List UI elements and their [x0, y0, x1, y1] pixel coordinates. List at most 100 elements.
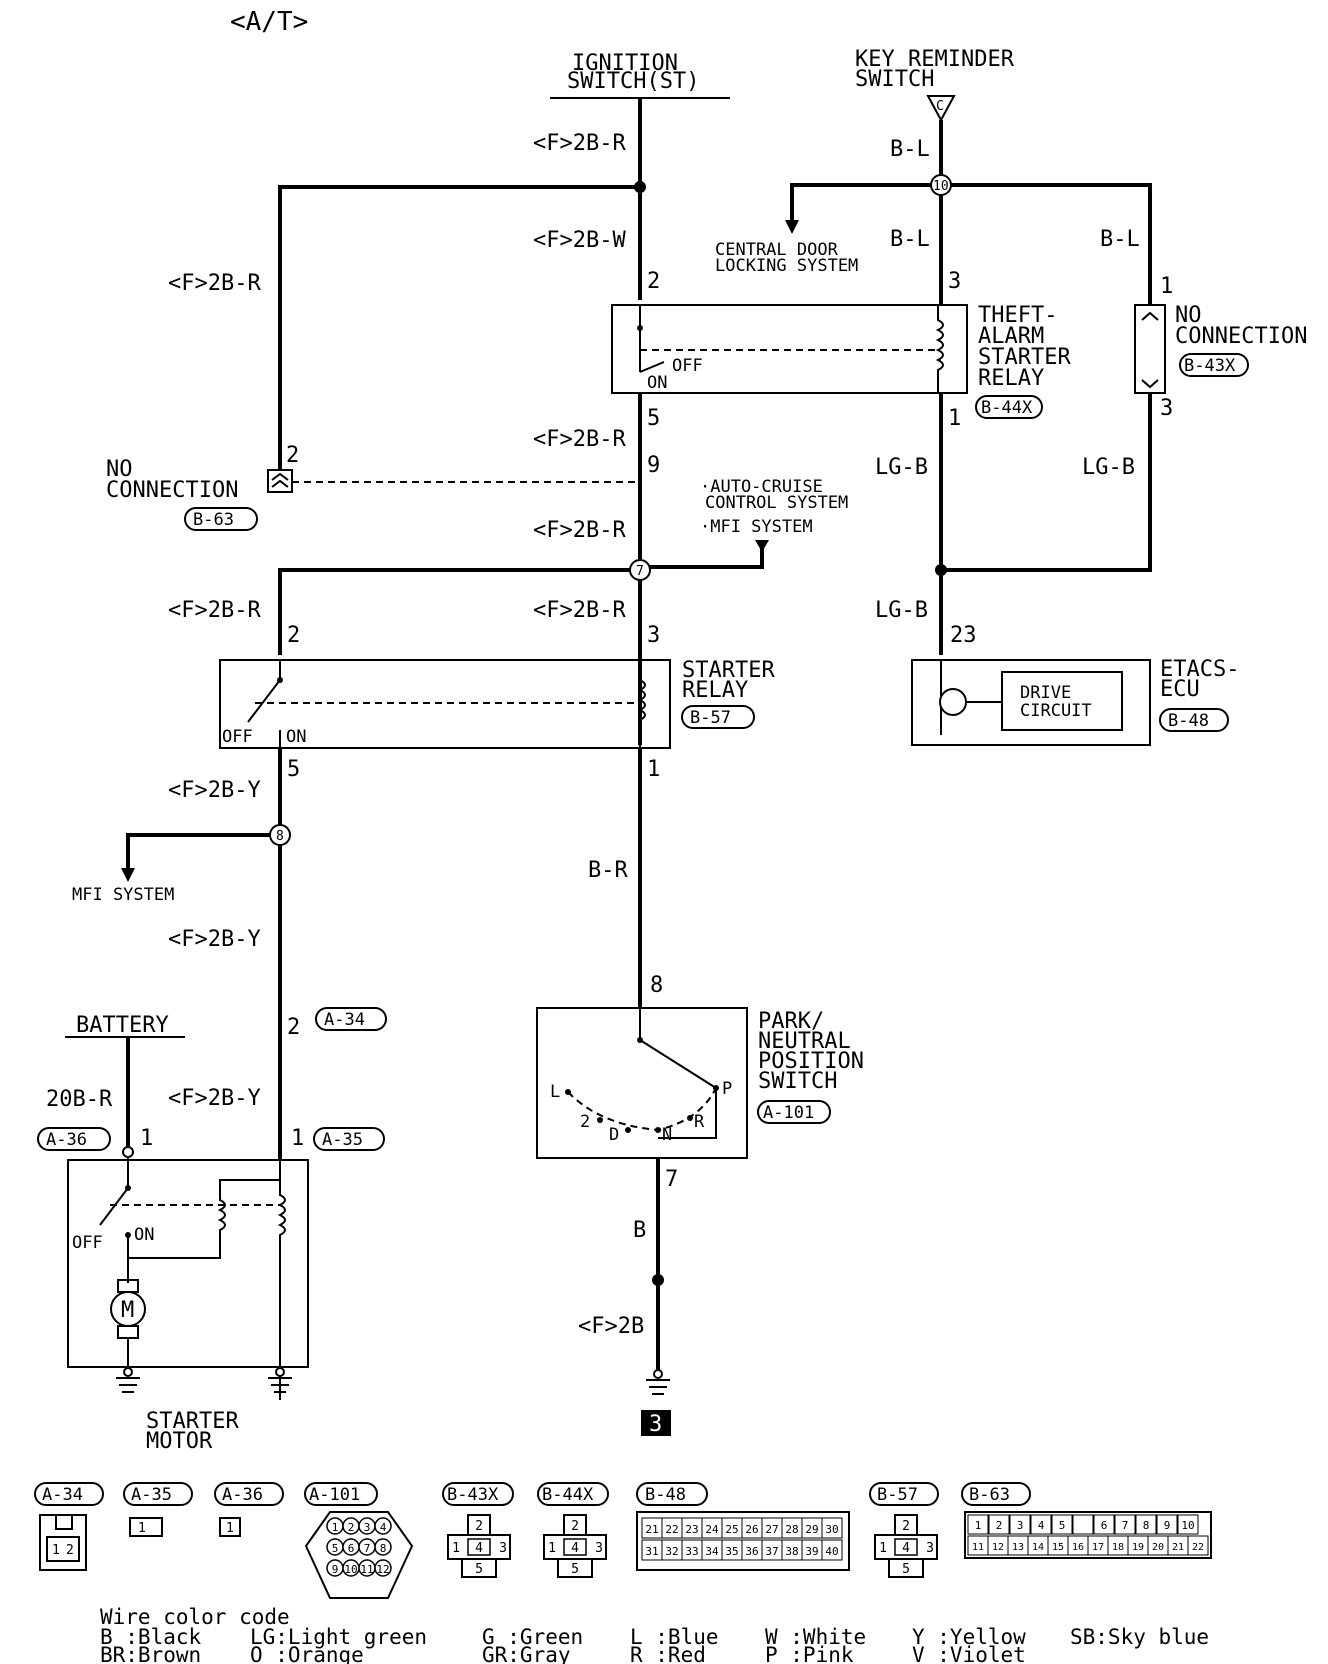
- relay-coil: [935, 305, 944, 393]
- pn-dot: [625, 1127, 631, 1133]
- theft-alarm-label-4: RELAY: [978, 366, 1044, 391]
- pin-label: 2: [286, 443, 299, 468]
- motor-ground-terminal: [123, 1367, 133, 1377]
- connector-pin: 23: [685, 1523, 698, 1536]
- connector-pin: 15: [1052, 1542, 1064, 1553]
- legend-label-b44x: B-44X: [542, 1485, 594, 1505]
- connector-pin: 25: [725, 1523, 738, 1536]
- junction-8-label: 8: [276, 829, 284, 844]
- connector-pin: 32: [665, 1545, 678, 1558]
- connector-pin: 33: [685, 1545, 698, 1558]
- legend-tag-a101: [304, 1482, 378, 1506]
- pn-pos-r: R: [694, 1112, 705, 1132]
- connector-pin: 7: [364, 1542, 371, 1555]
- legend-tag-b57: [869, 1482, 939, 1506]
- connector-pin: 22: [665, 1523, 678, 1536]
- connector-pin-cell: [1114, 1514, 1136, 1535]
- theft-alarm-label-1: THEFT-: [978, 303, 1057, 328]
- wire-label-after-relay: <F>2B-R: [533, 427, 626, 452]
- connector-tag-a34: [315, 1007, 387, 1031]
- motor-brush-bottom: [117, 1325, 139, 1339]
- wire-label-ign-top: <F>2B-R: [533, 131, 626, 156]
- legend-label-a35: A-35: [131, 1485, 172, 1505]
- junction-10-label: 10: [933, 179, 949, 194]
- connector-tag-b43x: [1179, 353, 1249, 377]
- key-reminder-label-1: KEY REMINDER: [855, 47, 1015, 72]
- connector-pin: 29: [805, 1523, 818, 1536]
- wire-to-mfi: [126, 833, 280, 870]
- color-code-entry: R :Red: [630, 1643, 706, 1664]
- auto-cruise-label-3: ·MFI SYSTEM: [700, 517, 813, 537]
- connector-pin: 28: [785, 1523, 798, 1536]
- motor-on-label: ON: [134, 1225, 154, 1245]
- b63-label-1: NO: [106, 457, 133, 482]
- wire-to-central-door: [790, 183, 941, 222]
- pn-return: [658, 1088, 717, 1139]
- wire-label-motor-in: <F>2B-Y: [168, 1086, 261, 1111]
- splice-dot: [652, 1274, 664, 1286]
- connector-pin: 10: [1181, 1519, 1194, 1532]
- connector-pin: 1: [548, 1541, 556, 1556]
- legend-tag-b48: [636, 1482, 708, 1506]
- relay-on-label: ON: [647, 373, 667, 393]
- pin-label: 2: [287, 623, 300, 648]
- pin-label: 1: [647, 757, 660, 782]
- color-code-entry: Y :Yellow: [912, 1625, 1026, 1649]
- splice-dot: [935, 564, 947, 576]
- connector-pin-cell: [1009, 1514, 1031, 1535]
- connector-pin-socket: [374, 1517, 392, 1535]
- starter-motor-box: [67, 1159, 309, 1368]
- pn-pos-l: L: [550, 1082, 560, 1102]
- starter-motor-label-2: MOTOR: [146, 1429, 213, 1454]
- connector-pin: 4: [902, 1541, 910, 1556]
- transistor-icon: [939, 688, 967, 716]
- connector-tag-a101: [757, 1100, 831, 1124]
- wire-label-sr-out: <F>2B-Y: [168, 778, 261, 803]
- connector-tag-b48-label: B-48: [1168, 711, 1209, 731]
- connector-pin: 1: [879, 1541, 887, 1556]
- b43x-connector-symbol: [1134, 304, 1166, 394]
- legend-label-a36: A-36: [222, 1485, 263, 1505]
- connector-pin-socket: [374, 1538, 392, 1556]
- connector-pin: 6: [348, 1542, 355, 1555]
- park-neutral-label-4: SWITCH: [758, 1069, 837, 1094]
- connector-pin: 4: [1038, 1519, 1045, 1532]
- wire-label-mfi-down: <F>2B-Y: [168, 927, 261, 952]
- connector-tag-b57-label: B-57: [690, 708, 731, 728]
- motor-pull-coil: [277, 1160, 286, 1400]
- connector-pin: 5: [475, 1562, 483, 1577]
- connector-pin: 12: [992, 1542, 1004, 1553]
- drive-circuit-label-2: CIRCUIT: [1020, 701, 1092, 721]
- connector-pin: 21: [645, 1523, 658, 1536]
- color-code-entry: GR:Gray: [482, 1643, 571, 1664]
- connector-pin: 1: [138, 1521, 146, 1536]
- connector-pin-cell: [1156, 1514, 1178, 1535]
- connector-pin: 1: [52, 1543, 60, 1558]
- b43x-label-2: CONNECTION: [1175, 324, 1307, 349]
- central-door-label-1: CENTRAL DOOR: [715, 240, 839, 260]
- connector-pin: 2: [66, 1543, 74, 1558]
- ground-icon: [646, 1379, 670, 1395]
- connector-pin: 4: [380, 1521, 387, 1534]
- wire-label-b: B: [633, 1218, 646, 1243]
- legend-label-a101: A-101: [309, 1485, 360, 1505]
- connector-pin: 1: [226, 1521, 234, 1536]
- junction-10: [930, 174, 952, 196]
- etacs-label-2: ECU: [1160, 677, 1200, 702]
- wire-label-bl-right: B-L: [1100, 227, 1140, 252]
- connector-pin: 37: [765, 1545, 778, 1558]
- wire-label-bl-mid: B-L: [890, 227, 930, 252]
- connector-pin: 11: [360, 1563, 373, 1576]
- drive-circuit-label-1: DRIVE: [1020, 683, 1071, 703]
- connector-tag-b43x-label: B-43X: [1184, 356, 1236, 376]
- motor-off-label: OFF: [72, 1233, 103, 1253]
- connector-tag-a36: [37, 1127, 111, 1151]
- color-code-entry: W :White: [765, 1625, 866, 1649]
- pin-label: 1: [948, 406, 961, 431]
- color-code-entry: BR:Brown: [100, 1643, 201, 1664]
